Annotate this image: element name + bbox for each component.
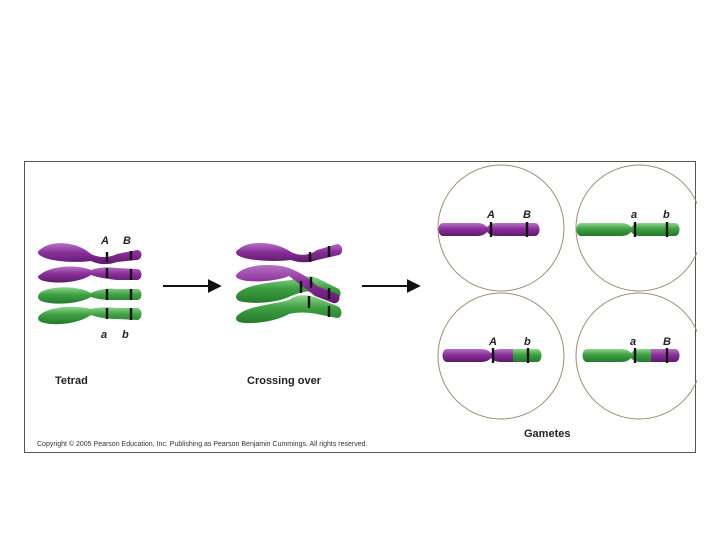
gamete-chromosome bbox=[438, 223, 540, 236]
green-chromatid-upper bbox=[38, 287, 142, 304]
gamete-chromosome bbox=[576, 223, 680, 236]
purple-chromatid-lower bbox=[38, 266, 142, 283]
crossing-over-bands bbox=[299, 246, 331, 317]
gamete-chromosome-green-segment bbox=[582, 349, 651, 362]
tetrad-allele-a: a bbox=[101, 329, 107, 341]
gametes-label: Gametes bbox=[524, 428, 570, 440]
tetrad-group: A B a b Tetrad bbox=[38, 235, 142, 387]
gamete-left-allele: a bbox=[630, 336, 636, 348]
gametes-group: A B a b A b a bbox=[437, 164, 697, 440]
diagram-canvas: A B a b Tetrad Crossing over bbox=[37, 164, 697, 448]
gamete-circle bbox=[575, 292, 697, 420]
gamete-right-allele: B bbox=[663, 336, 671, 348]
gamete-right-allele: B bbox=[523, 209, 531, 221]
purple-chromatid-upper bbox=[38, 243, 142, 265]
meiosis-diagram-figure: A B a b Tetrad Crossing over bbox=[24, 161, 697, 453]
gamete-left-allele: A bbox=[486, 209, 495, 221]
tetrad-bands bbox=[105, 251, 133, 320]
purple-chromatid-crossed bbox=[236, 264, 340, 304]
green-chromatid-lower bbox=[236, 295, 342, 324]
tetrad-allele-B: B bbox=[123, 235, 131, 247]
purple-chromatid-upper bbox=[236, 242, 343, 263]
crossing-over-label: Crossing over bbox=[247, 375, 322, 387]
gamete-circle bbox=[437, 164, 565, 292]
gamete-left-allele: a bbox=[631, 209, 637, 221]
tetrad-allele-b: b bbox=[122, 329, 129, 341]
gamete-cell: a b bbox=[575, 164, 697, 292]
crossing-over-group: Crossing over bbox=[236, 242, 343, 387]
gamete-chromosome-purple-segment bbox=[442, 349, 513, 362]
green-chromatid-lower bbox=[38, 306, 142, 325]
tetrad-allele-A: A bbox=[100, 235, 109, 247]
gamete-circle bbox=[437, 292, 565, 420]
gamete-cell: a B bbox=[575, 292, 697, 420]
gamete-cell: A B bbox=[437, 164, 565, 292]
tetrad-label: Tetrad bbox=[55, 375, 88, 387]
copyright-notice: Copyright © 2005 Pearson Education, Inc.… bbox=[37, 440, 367, 448]
gamete-right-allele: b bbox=[663, 209, 670, 221]
green-chromatid-crossed bbox=[236, 276, 341, 303]
gamete-cell: A b bbox=[437, 292, 565, 420]
gamete-chromosome-purple-segment bbox=[651, 349, 680, 362]
gamete-left-allele: A bbox=[488, 336, 497, 348]
gamete-circle bbox=[575, 164, 697, 292]
gamete-right-allele: b bbox=[524, 336, 531, 348]
